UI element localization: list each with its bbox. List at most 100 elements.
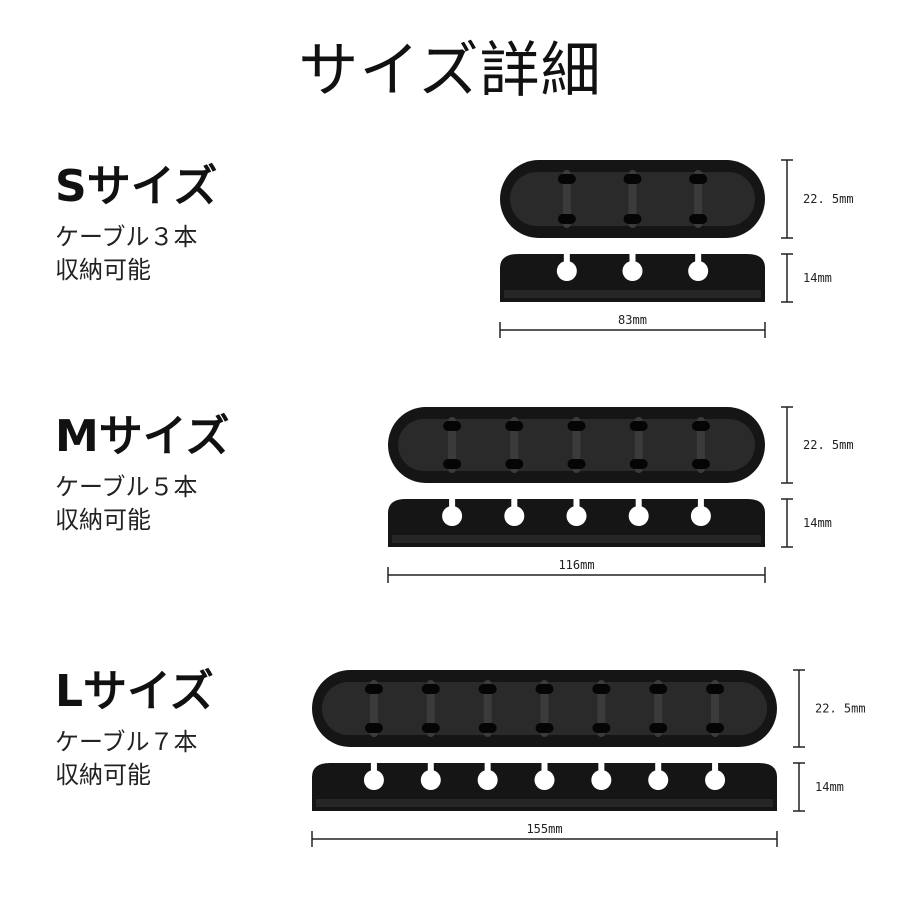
- cable-hole: [690, 497, 711, 526]
- size-name: Mサイズ: [55, 411, 230, 462]
- cable-slot: [567, 417, 586, 473]
- hole-circle: [591, 770, 612, 790]
- hole-circle: [534, 770, 555, 790]
- cable-slot: [691, 417, 710, 473]
- hole-circle: [556, 261, 577, 281]
- top-view-image: [500, 160, 765, 238]
- height-side-label: 14mm: [815, 780, 844, 794]
- hole-circle: [566, 506, 587, 526]
- slot-groove: [426, 680, 435, 737]
- slot-top-notch: [364, 684, 383, 694]
- hole-circle: [705, 770, 726, 790]
- height-dimension-top: [781, 159, 793, 239]
- top-view-image: [388, 407, 765, 483]
- cable-hole: [504, 497, 525, 526]
- size-section-m: Mサイズ ケーブル５本 収納可能 22. 5mm 14mm 116mm: [0, 406, 900, 645]
- hole-circle: [622, 261, 643, 281]
- cable-slot: [629, 417, 648, 473]
- capacity-text: ケーブル３本: [55, 223, 198, 251]
- hole-opening: [573, 497, 580, 507]
- hole-opening: [563, 252, 570, 262]
- cable-hole: [477, 761, 498, 790]
- width-label: 116mm: [558, 558, 594, 572]
- hole-circle: [688, 261, 709, 281]
- cable-hole: [648, 761, 669, 790]
- hole-opening: [635, 497, 642, 507]
- cable-hole: [363, 761, 384, 790]
- storage-text: 収納可能: [55, 256, 151, 284]
- hole-opening: [370, 761, 377, 771]
- side-view-base: [504, 290, 761, 298]
- hole-circle: [690, 506, 711, 526]
- cable-slot: [557, 170, 576, 228]
- storage-text: 収納可能: [55, 761, 151, 789]
- slot-groove: [694, 170, 703, 228]
- product-diagram: 22. 5mm 14mm 116mm: [387, 406, 854, 583]
- slot-bottom-notch: [691, 459, 710, 469]
- height-dimension-side: [781, 498, 793, 548]
- slot-top-notch: [623, 174, 642, 184]
- height-top-label: 22. 5mm: [815, 702, 866, 716]
- cable-slot: [421, 680, 440, 737]
- cable-slot: [689, 170, 708, 228]
- size-section-s: Sサイズ ケーブル３本 収納可能 22. 5mm 14mm 83mm: [0, 159, 900, 395]
- cable-hole: [534, 761, 555, 790]
- slot-top-notch: [567, 421, 586, 431]
- slot-bottom-notch: [592, 723, 611, 733]
- hole-opening: [712, 761, 719, 771]
- hole-circle: [628, 506, 649, 526]
- cable-hole: [688, 252, 709, 281]
- slot-groove: [628, 170, 637, 228]
- storage-text: 収納可能: [55, 506, 151, 534]
- slot-top-notch: [706, 684, 725, 694]
- slot-bottom-notch: [478, 723, 497, 733]
- cable-hole: [566, 497, 587, 526]
- slot-groove: [711, 680, 720, 737]
- hole-circle: [477, 770, 498, 790]
- cable-hole: [705, 761, 726, 790]
- cable-hole: [556, 252, 577, 281]
- slot-top-notch: [557, 174, 576, 184]
- product-diagram: 22. 5mm 14mm 155mm: [311, 669, 866, 847]
- cable-hole: [420, 761, 441, 790]
- slot-top-notch: [421, 684, 440, 694]
- hole-circle: [504, 506, 525, 526]
- slot-bottom-notch: [557, 214, 576, 224]
- hole-circle: [648, 770, 669, 790]
- size-description: ケーブル７本 収納可能: [55, 726, 198, 792]
- cable-hole: [622, 252, 643, 281]
- width-dimension: [499, 322, 766, 338]
- cable-hole: [628, 497, 649, 526]
- slot-bottom-notch: [443, 459, 462, 469]
- cable-hole: [442, 497, 463, 526]
- height-dimension-top: [781, 406, 793, 484]
- height-side-label: 14mm: [803, 516, 832, 530]
- hole-opening: [484, 761, 491, 771]
- side-view-image: [388, 497, 765, 547]
- cable-slot: [535, 680, 554, 737]
- cable-slot: [592, 680, 611, 737]
- product-diagram: 22. 5mm 14mm 83mm: [499, 159, 854, 338]
- cable-hole: [591, 761, 612, 790]
- hole-circle: [420, 770, 441, 790]
- hole-opening: [449, 497, 456, 507]
- slot-bottom-notch: [535, 723, 554, 733]
- slot-bottom-notch: [623, 214, 642, 224]
- cable-slot: [478, 680, 497, 737]
- slot-top-notch: [478, 684, 497, 694]
- width-dimension: [311, 831, 778, 847]
- height-dimension-side: [793, 762, 805, 812]
- slot-top-notch: [592, 684, 611, 694]
- width-label: 155mm: [526, 822, 562, 836]
- slot-top-notch: [691, 421, 710, 431]
- size-name: Sサイズ: [55, 161, 218, 212]
- slot-top-notch: [443, 421, 462, 431]
- slot-bottom-notch: [421, 723, 440, 733]
- width-label: 83mm: [618, 313, 647, 327]
- slot-top-notch: [649, 684, 668, 694]
- slot-groove: [562, 170, 571, 228]
- hole-opening: [541, 761, 548, 771]
- hole-opening: [655, 761, 662, 771]
- hole-opening: [511, 497, 518, 507]
- slot-top-notch: [505, 421, 524, 431]
